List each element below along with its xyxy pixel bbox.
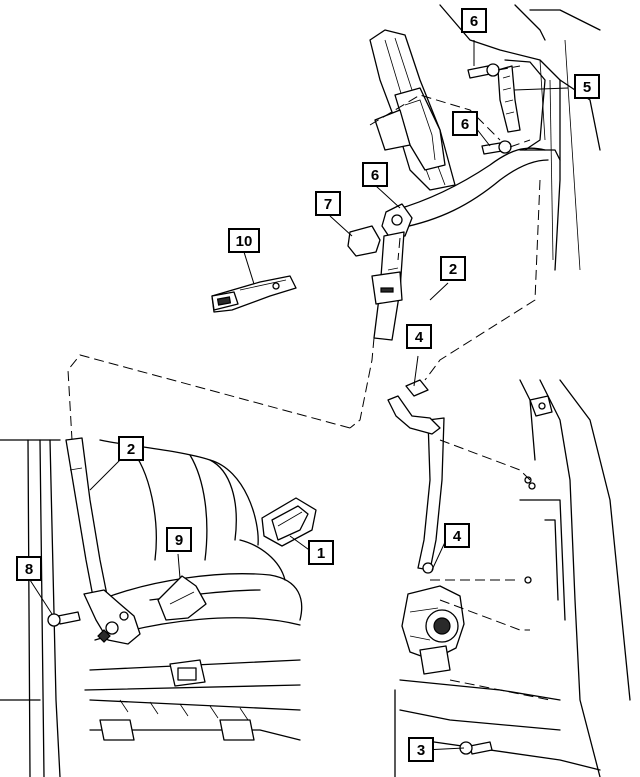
callout-label: 6 <box>470 13 478 30</box>
b-pillar-upper <box>369 4 601 271</box>
callout-3: 3 <box>408 737 434 762</box>
callout-label: 1 <box>317 545 325 562</box>
callout-label: 2 <box>449 261 457 278</box>
routing-dash-lines <box>67 179 541 441</box>
callout-label: 3 <box>417 742 425 759</box>
callout-label: 4 <box>453 528 462 545</box>
callout-label: 6 <box>371 167 379 184</box>
callout-label: 6 <box>461 116 469 133</box>
callout-9: 9 <box>166 527 192 552</box>
callout-8: 8 <box>16 556 42 581</box>
callout-label: 5 <box>583 79 591 96</box>
callout-label: 7 <box>324 196 332 213</box>
callout-label: 2 <box>127 441 135 458</box>
retractor-lower-right <box>387 379 631 777</box>
callout-label: 8 <box>25 561 33 578</box>
callout-5: 5 <box>574 74 600 99</box>
buckle-assembly <box>211 275 297 313</box>
shoulder-belt-upper <box>347 203 413 341</box>
callout-label: 9 <box>175 532 183 549</box>
callout-2-upper: 2 <box>440 256 466 281</box>
callout-10: 10 <box>228 228 260 253</box>
leader-lines <box>29 40 569 751</box>
callout-6-middle: 6 <box>452 111 478 136</box>
callout-7: 7 <box>315 191 341 216</box>
seat-lower-left <box>0 437 317 777</box>
callout-1: 1 <box>308 540 334 565</box>
callout-label: 4 <box>415 329 424 346</box>
callout-label: 10 <box>236 233 253 250</box>
callout-4-upper: 4 <box>406 324 432 349</box>
callout-6-top: 6 <box>461 8 487 33</box>
callout-2-seat: 2 <box>118 436 144 461</box>
callout-4-lower: 4 <box>444 523 470 548</box>
callout-6-dring: 6 <box>362 162 388 187</box>
